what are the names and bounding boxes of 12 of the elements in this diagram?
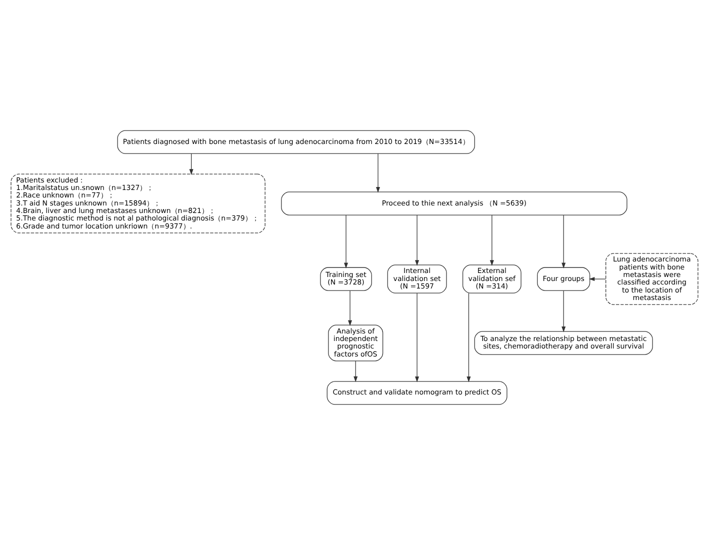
arrow xyxy=(354,360,358,382)
arrow xyxy=(344,214,348,268)
arrow xyxy=(588,276,606,281)
arrow xyxy=(490,214,494,266)
arrow xyxy=(189,152,194,174)
arrow xyxy=(376,152,380,192)
arrow xyxy=(562,214,566,268)
arrow xyxy=(562,290,566,332)
arrow xyxy=(415,214,420,266)
arrow xyxy=(348,290,352,326)
arrow xyxy=(415,292,420,382)
arrow xyxy=(466,292,471,382)
